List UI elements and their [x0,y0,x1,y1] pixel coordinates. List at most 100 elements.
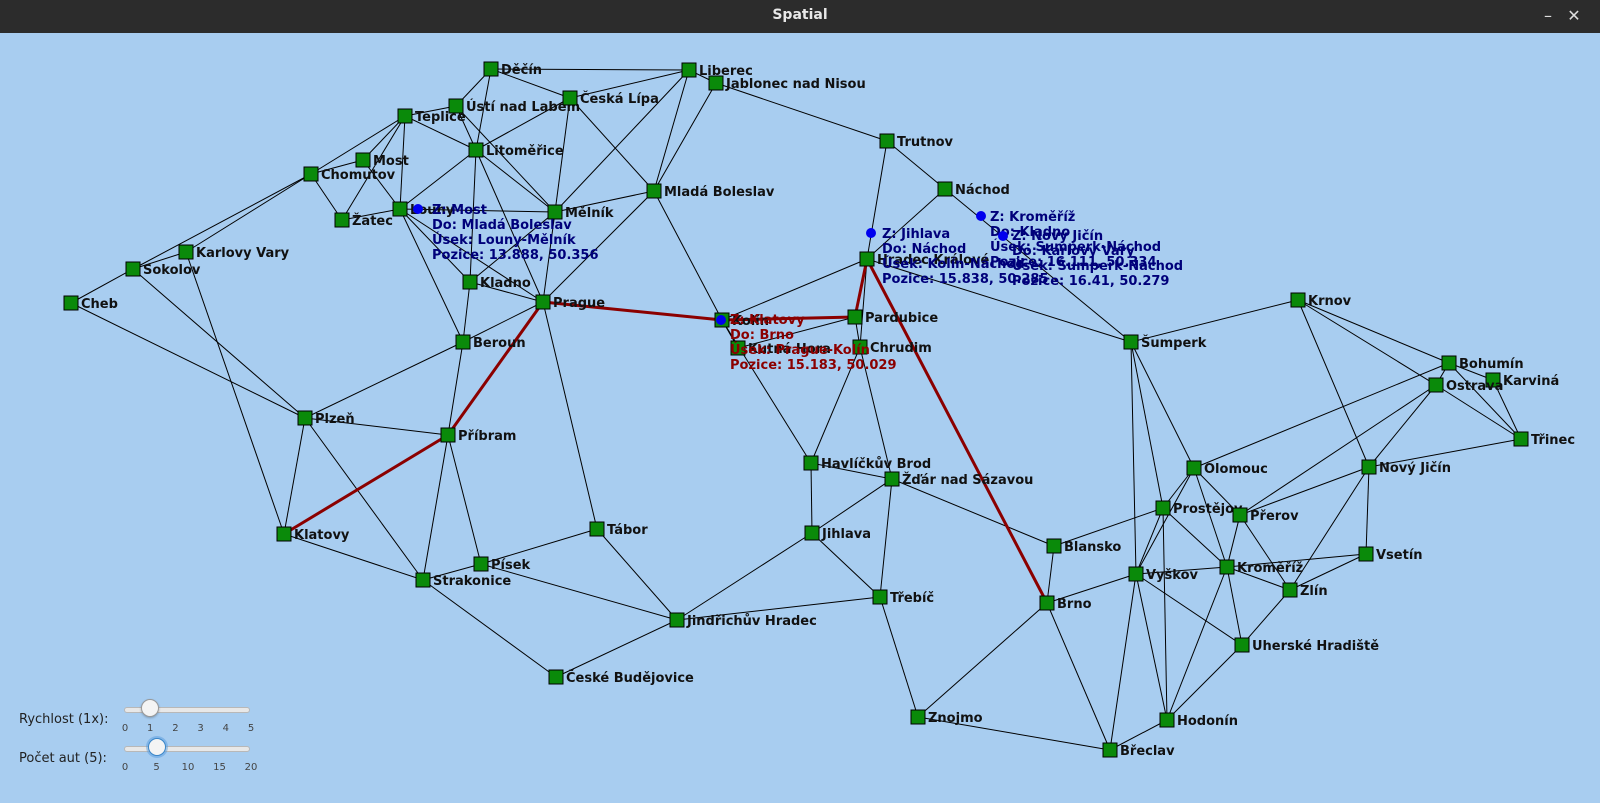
city-node[interactable] [1361,459,1377,475]
road-edge [1130,341,1137,575]
city-node[interactable] [646,183,662,199]
road-edge [304,417,449,436]
minimize-icon[interactable]: – [1544,6,1552,25]
city-node[interactable] [681,62,697,78]
city-node[interactable] [1128,566,1144,582]
city-node[interactable] [1039,595,1055,611]
city-node[interactable] [879,133,895,149]
road-edge [1435,384,1522,440]
city-node[interactable] [1159,712,1175,728]
city-node[interactable] [1186,460,1202,476]
city-node[interactable] [1358,546,1374,562]
city-node[interactable] [178,244,194,260]
city-node[interactable] [937,181,953,197]
city-node[interactable] [1155,500,1171,516]
road-edge [811,532,881,598]
car-marker[interactable] [976,211,986,221]
road-edge [879,596,919,718]
city-node[interactable] [1513,431,1529,447]
city-node[interactable] [303,166,319,182]
city-node[interactable] [1428,377,1444,393]
city-node[interactable] [803,455,819,471]
slider-tick-label: 20 [244,762,258,773]
road-edge [70,302,306,419]
city-label: Česká Lípa [580,91,659,107]
city-node[interactable] [448,98,464,114]
city-label: Cheb [81,297,118,312]
city-node[interactable] [415,572,431,588]
close-icon[interactable]: ✕ [1567,6,1581,25]
road-edge [341,208,401,221]
city-node[interactable] [884,471,900,487]
car-marker[interactable] [413,204,423,214]
road-edge [399,208,544,303]
city-node[interactable] [297,410,313,426]
city-node[interactable] [276,526,292,542]
city-node[interactable] [1232,507,1248,523]
city-node[interactable] [455,334,471,350]
city-node[interactable] [1282,582,1298,598]
city-label: Trutnov [897,135,954,150]
car-marker[interactable] [866,228,876,238]
road-edge [1053,507,1164,547]
road-edge [304,417,424,581]
road-edge [1166,566,1228,721]
city-node[interactable] [910,709,926,725]
road-edge [469,211,556,283]
city-node[interactable] [440,427,456,443]
city-label: Břeclav [1120,744,1175,759]
city-node[interactable] [1290,292,1306,308]
city-node[interactable] [473,556,489,572]
city-node[interactable] [1219,559,1235,575]
city-node[interactable] [462,274,478,290]
city-node[interactable] [1046,538,1062,554]
city-node[interactable] [535,294,551,310]
slider-tick-label: 2 [172,723,179,734]
city-node[interactable] [334,212,350,228]
city-node[interactable] [1234,637,1250,653]
road-edge [866,258,1132,343]
cars-slider-track[interactable] [124,746,250,752]
city-node[interactable] [483,61,499,77]
cars-slider-thumb[interactable] [147,738,166,756]
city-label: Jablonec nad Nisou [725,77,866,92]
car-marker[interactable] [716,315,726,325]
city-node[interactable] [708,75,724,91]
city-node[interactable] [589,521,605,537]
city-node[interactable] [804,525,820,541]
city-node[interactable] [1441,355,1457,371]
city-node[interactable] [397,108,413,124]
road-edge [1193,467,1228,568]
car-info-line: Úsek: Kolín-Náchod [882,256,1025,272]
car-marker[interactable] [998,231,1008,241]
road-edge [721,258,868,321]
speed-label: Rychlost (1x): [19,712,109,727]
city-node[interactable] [1485,372,1501,388]
city-node[interactable] [847,309,863,325]
city-node[interactable] [468,142,484,158]
city-node[interactable] [355,152,371,168]
road-edge [676,596,881,621]
speed-slider-track[interactable] [124,707,250,713]
city-node[interactable] [1102,742,1118,758]
city-node[interactable] [730,340,746,356]
speed-slider-thumb[interactable] [141,699,160,717]
city-node[interactable] [1123,334,1139,350]
city-node[interactable] [562,90,578,106]
city-label: Hradec Králové [877,253,990,268]
road-edge [490,68,690,71]
city-node[interactable] [872,589,888,605]
city-node[interactable] [125,261,141,277]
city-node[interactable] [63,295,79,311]
road-edge [542,190,655,303]
city-node[interactable] [852,339,868,355]
city-node[interactable] [669,612,685,628]
road-edge [596,528,678,621]
city-node[interactable] [547,204,563,220]
city-node[interactable] [859,251,875,267]
city-node[interactable] [392,201,408,217]
road-edge [1166,644,1243,721]
city-node[interactable] [548,669,564,685]
